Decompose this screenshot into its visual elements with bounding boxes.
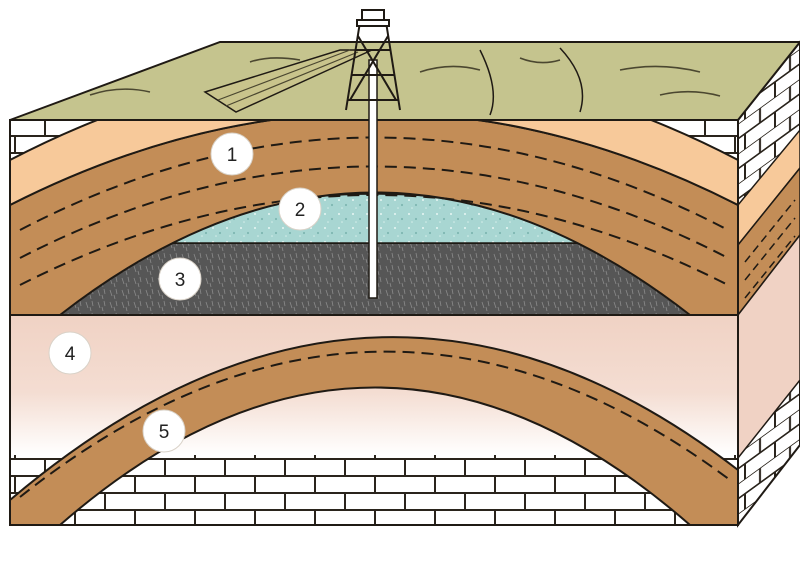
marker-2: 2 [278,187,322,231]
marker-3: 3 [158,257,202,301]
ground-surface [9,41,800,121]
marker-1-label: 1 [227,145,238,166]
well-pipe-icon [368,59,378,299]
sandstone-cap-layer [10,120,738,207]
marker-2-label: 2 [295,200,306,221]
marker-4: 4 [48,331,92,375]
marker-5-label: 5 [159,422,170,443]
block-side-face [737,40,800,528]
marker-3-label: 3 [175,270,186,291]
lower-shale-layer [10,336,738,525]
marker-4-label: 4 [65,344,76,365]
oil-derrick-icon [345,9,401,111]
well [345,9,401,299]
marker-1: 1 [210,132,254,176]
marker-5: 5 [142,409,186,453]
